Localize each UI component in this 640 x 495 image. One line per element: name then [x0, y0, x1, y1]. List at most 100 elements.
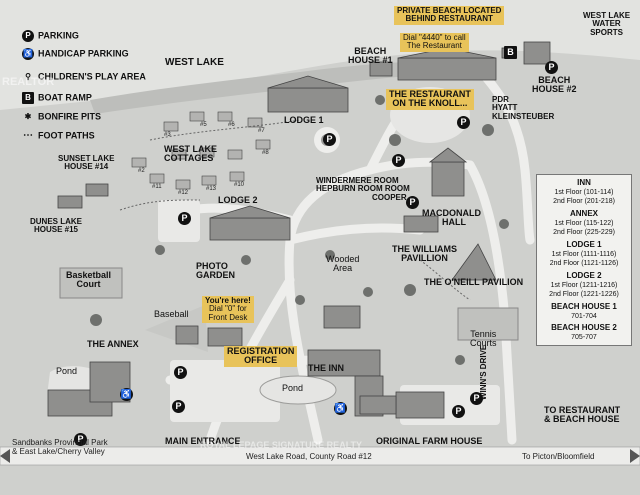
road-name-label: West Lake Road, County Road #12: [246, 452, 372, 461]
beach-house-2-label: BEACH HOUSE #2: [532, 75, 577, 95]
index-line: 701-704: [571, 313, 597, 320]
private-beach-label: PRIVATE BEACH LOCATED BEHIND RESTAURANT: [394, 6, 505, 25]
index-line: 1st Floor (1211-1216): [550, 282, 618, 289]
cottage-number: #2: [138, 168, 145, 174]
legend-item-parking: P PARKING: [22, 30, 79, 42]
parking-icon: P: [392, 154, 405, 167]
foot-path-icon: ⋯: [23, 130, 33, 141]
cottages-line2: COTTAGES: [164, 153, 214, 164]
windermere-label: WINDERMERE ROOM HEPBURN ROOM ROOM COOPER: [316, 176, 410, 202]
restaurant-line1: THE RESTAURANT: [389, 89, 471, 99]
you-are-here-line1: You're here!: [205, 296, 251, 305]
pdr-line2: HYATT: [492, 103, 518, 113]
tennis-line2: Courts: [470, 338, 497, 349]
main-entrance-label: MAIN ENTRANCE: [165, 436, 241, 446]
play-area-icon: ⚲: [25, 72, 31, 81]
water-sports-line2: WATER: [592, 19, 621, 29]
cottage-number: #10: [234, 182, 245, 188]
original-farm-house-label: ORIGINAL FARM HOUSE: [376, 436, 483, 446]
index-line: 2nd Floor (201-218): [553, 198, 615, 205]
parking-icon: P: [457, 116, 470, 129]
dunes-lake-house-label: DUNES LAKE HOUSE #15: [30, 217, 82, 235]
realtor-watermark: REALTOR: [2, 76, 55, 88]
you-are-here-note: You're here! Dial "0" for Front Desk: [202, 296, 254, 324]
legend-item-play-area: ⚲ CHILDREN'S PLAY AREA: [22, 71, 146, 83]
legend-item-bonfire: ✱ BONFIRE PITS: [22, 111, 101, 123]
legend-label: CHILDREN'S PLAY AREA: [38, 71, 146, 82]
sunset-line1: SUNSET LAKE: [58, 154, 115, 163]
handicap-parking-icon: ♿: [22, 48, 34, 60]
parking-icon: P: [178, 212, 191, 225]
bonfire-icon: ✱: [24, 112, 32, 121]
legend-label: BONFIRE PITS: [38, 111, 102, 122]
wooded-line2: Area: [333, 263, 353, 274]
registration-line2: OFFICE: [244, 355, 278, 366]
boat-ramp-icon: B: [504, 46, 517, 59]
annex-label: THE ANNEX: [87, 339, 139, 349]
basketball-line1: Basketball: [66, 270, 112, 280]
cottage-number: #13: [206, 186, 217, 192]
cottages-line1: WEST LAKE: [164, 144, 217, 154]
to-picton-label: To Picton/Bloomfield: [522, 452, 595, 461]
macdonald-line1: MACDONALD: [422, 208, 481, 218]
you-are-here-line3: Front Desk: [208, 312, 248, 322]
handicap-parking-icon: ♿: [334, 402, 347, 415]
parking-icon: P: [545, 61, 558, 74]
lodge-1-label: LODGE 1: [284, 115, 324, 125]
parking-icon: P: [406, 196, 419, 209]
index-title: ANNEX: [569, 209, 598, 218]
wooded-line1: Wooded: [326, 254, 360, 264]
cottage-number: #11: [152, 184, 162, 190]
cottage-number: #6: [228, 122, 235, 128]
west-lake-road: [0, 446, 640, 466]
macdonald-hall-label: MACDONALD HALL: [422, 208, 481, 228]
parking-icon: P: [174, 366, 187, 379]
beach-house-2-line2: HOUSE #2: [532, 84, 577, 95]
pond-inn-label: Pond: [282, 383, 304, 393]
cottage-number: #12: [178, 190, 189, 196]
sunset-lake-house-label: SUNSET LAKE HOUSE #14: [58, 154, 115, 172]
cottages-label: WEST LAKE COTTAGES: [164, 144, 217, 164]
index-line: 2nd Floor (1221-1226): [549, 291, 619, 298]
index-title: LODGE 1: [566, 240, 602, 249]
tennis-line1: Tennis: [470, 329, 497, 339]
index-title: LODGE 2: [566, 271, 602, 280]
parking-icon: P: [323, 133, 336, 146]
basketball-line2: Court: [76, 279, 101, 290]
boat-ramp-icon: B: [22, 92, 34, 104]
index-title: INN: [577, 178, 591, 187]
oneill-pavilion-label: THE O'NEILL PAVILION: [424, 277, 524, 287]
parking-icon: P: [22, 30, 34, 42]
lodge-2-label: LODGE 2: [218, 195, 258, 205]
you-are-here-line2: Dial "0" for: [209, 304, 247, 314]
private-beach-line2: BEHIND RESTAURANT: [405, 14, 493, 24]
windermere-room-word: ROOM: [384, 184, 410, 194]
brokerage-watermark: ROYAL LEPAGE SIGNATURE REALTY: [200, 440, 363, 450]
restaurant-line2: ON THE KNOLL...: [392, 98, 468, 109]
parking-icon: P: [470, 392, 483, 405]
to-restaurant-line1: TO RESTAURANT: [544, 405, 621, 415]
cottage-number: #3: [164, 132, 171, 138]
macdonald-line2: HALL: [442, 217, 466, 228]
legend-item-foot-path: ⋯FOOT PATHS: [22, 130, 95, 142]
photo-garden-label: PHOTO GARDEN: [196, 261, 235, 281]
basketball-court-label: Basketball Court: [66, 270, 112, 290]
water-sports-label: WEST LAKE WATER SPORTS: [583, 11, 630, 37]
index-line: 2nd Floor (225-229): [553, 229, 615, 236]
index-title: BEACH HOUSE 2: [551, 323, 617, 332]
registration-line1: REGISTRATION: [227, 346, 295, 356]
pdr-line3: KLEINSTEUBER: [492, 111, 555, 121]
pdr-line1: PDR: [492, 95, 509, 104]
photo-line1: PHOTO: [196, 261, 228, 271]
dial-restaurant-note: Dial "4440" to call The Restaurant: [400, 33, 469, 52]
dial-restaurant-line1: Dial "4440" to call: [403, 33, 466, 42]
sandbanks-label: Sandbanks Provincial Park & East Lake/Ch…: [12, 438, 108, 456]
index-line: 2nd Floor (1121-1126): [549, 260, 619, 267]
parking-icon: P: [172, 400, 185, 413]
to-restaurant-label: TO RESTAURANT & BEACH HOUSE: [544, 405, 621, 425]
tennis-courts-label: Tennis Courts: [470, 329, 497, 349]
legend-label: BOAT RAMP: [38, 92, 92, 103]
legend-label: PARKING: [38, 30, 79, 41]
dial-restaurant-line2: The Restaurant: [406, 41, 462, 51]
water-sports-line3: SPORTS: [590, 27, 623, 37]
